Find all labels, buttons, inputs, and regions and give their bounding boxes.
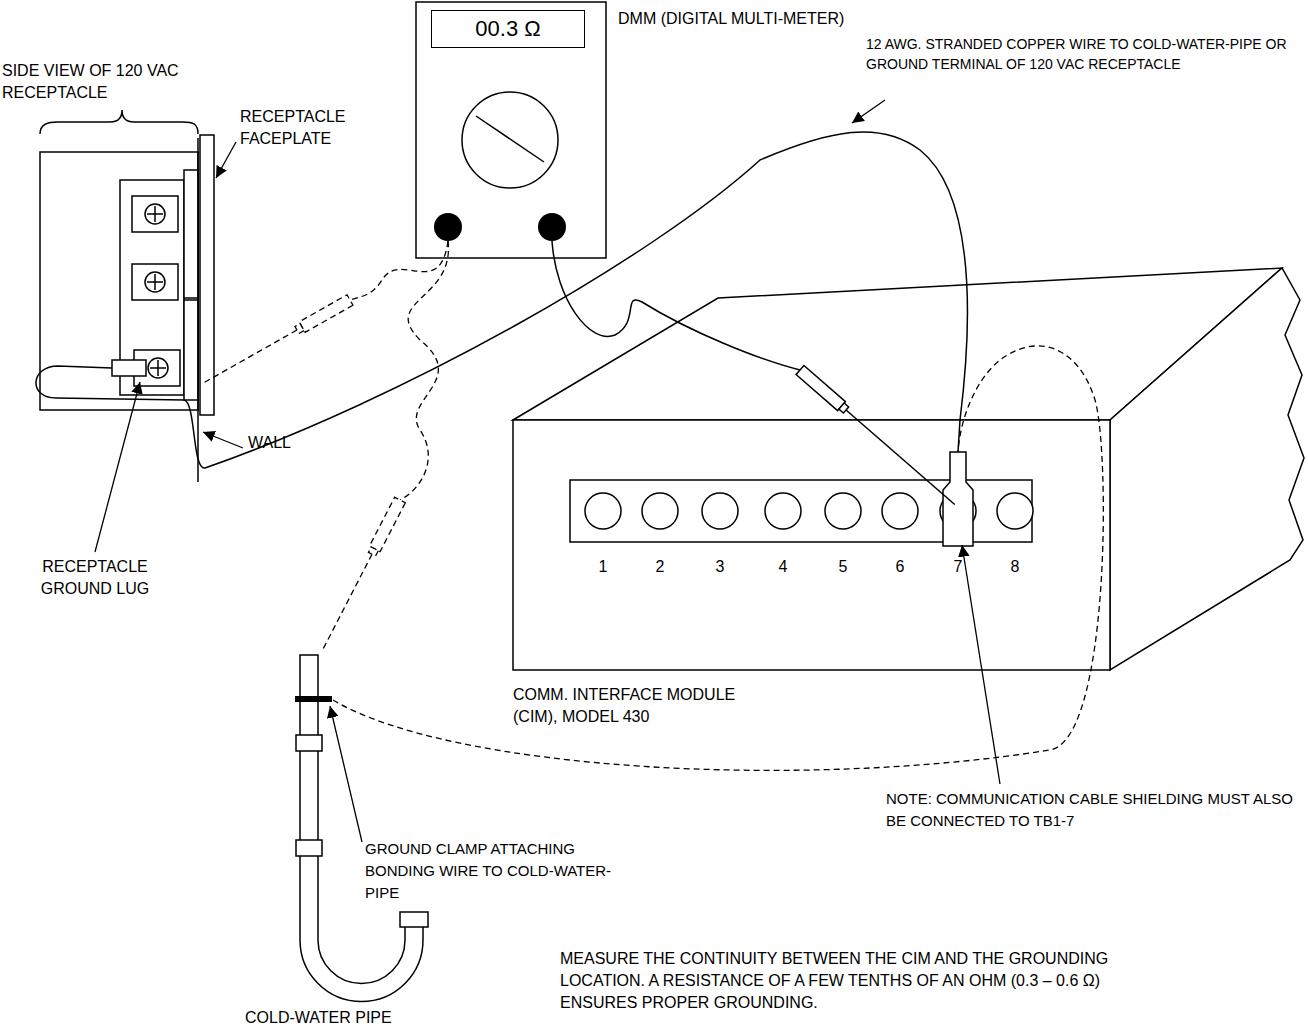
leader-arrow: [216, 142, 236, 178]
meter-lead-dashed: [350, 241, 448, 300]
receptacle-side-view: [145, 272, 165, 292]
receptacle-side-view: [150, 360, 166, 376]
test-probe-dashed: [369, 497, 405, 551]
terminal-strip: [825, 493, 861, 529]
test-probe: [796, 365, 845, 410]
receptacle-side-view: [40, 110, 198, 134]
meter-jack: [538, 213, 566, 241]
module-label: COMM. INTERFACE MODULE (CIM), MODEL 430: [513, 684, 763, 728]
leader-arrow: [203, 432, 243, 448]
test-probe-dashed: [295, 324, 304, 334]
receptacle-side-view: [132, 196, 178, 232]
multimeter-body: [416, 2, 606, 258]
wire-note: 12 AWG. STRANDED COPPER WIRE TO COLD-WAT…: [866, 34, 1300, 74]
terminal-number: 8: [1000, 556, 1030, 578]
terminal-strip: [765, 493, 801, 529]
receptacle-side-view: [145, 204, 165, 224]
ground-clamp: [295, 696, 332, 702]
terminal-number: 2: [645, 556, 675, 578]
leader-arrow: [95, 100, 1000, 842]
meter-lead-dashed: [400, 241, 448, 500]
instrument-label: DMM (DIGITAL MULTI-METER): [618, 8, 938, 30]
test-probe: [796, 365, 959, 509]
part-label: COLD-WATER PIPE: [245, 1008, 445, 1028]
receptacle-side-view: [132, 264, 178, 300]
leader-arrow: [95, 382, 140, 552]
cim-housing: [1110, 268, 1304, 670]
receptacle-side-view: [184, 300, 198, 400]
cold-water-pipe: [300, 655, 423, 1002]
receptacle-side-view: [147, 206, 163, 222]
multimeter-body: [476, 116, 544, 162]
multimeter-body: [462, 92, 558, 188]
test-probe: [846, 410, 955, 504]
cold-water-pipe: [400, 912, 428, 927]
part-label: WALL: [248, 432, 308, 454]
part-label: GROUND CLAMP ATTACHING BONDING WIRE TO C…: [365, 838, 637, 904]
multimeter-body: [416, 2, 606, 258]
receptacle-side-view: [40, 110, 214, 415]
cold-water-pipe: [296, 840, 322, 856]
test-probe-dashed: [323, 554, 372, 649]
leader-arrow: [330, 706, 362, 842]
bonding-wire: [36, 132, 967, 468]
terminal-number: 3: [705, 556, 735, 578]
leader-arrow: [962, 545, 1000, 784]
terminal-number: 1: [588, 556, 618, 578]
note-text: NOTE: COMMUNICATION CABLE SHIELDING MUST…: [886, 788, 1301, 832]
view-label: SIDE VIEW OF 120 VAC RECEPTACLE: [2, 60, 202, 104]
receptacle-side-view: [40, 152, 198, 410]
terminal-strip: [702, 493, 738, 529]
part-label: RECEPTACLE FACEPLATE: [240, 106, 372, 150]
receptacle-side-view: [148, 358, 168, 378]
receptacle-side-view: [184, 170, 198, 298]
meter-jack: [434, 213, 566, 241]
test-probe-dashed: [201, 295, 353, 388]
cim-housing: [513, 420, 1110, 670]
terminal-number: 6: [885, 556, 915, 578]
cim-housing: [513, 268, 1304, 670]
terminal-number: 5: [828, 556, 858, 578]
receptacle-side-view: [200, 135, 214, 415]
ground-lug: [112, 360, 146, 376]
display-reading: 00.3 Ω: [475, 16, 540, 42]
test-probe-dashed: [318, 497, 406, 652]
meter-display: 00.3 Ω: [431, 10, 585, 48]
test-probe-dashed: [368, 547, 378, 556]
terminal-strip: [642, 493, 678, 529]
test-probe-dashed: [299, 295, 353, 333]
terminal-number: 4: [768, 556, 798, 578]
terminal-strip: [585, 493, 621, 529]
meter-lead: [552, 241, 800, 370]
test-probe-dashed: [204, 330, 297, 383]
leader-arrow: [852, 100, 885, 123]
instruction-text: MEASURE THE CONTINUITY BETWEEN THE CIM A…: [560, 948, 1120, 1014]
terminal-strip: [882, 493, 918, 529]
cold-water-pipe: [296, 655, 428, 1002]
terminal-number: 7: [943, 556, 973, 578]
cold-water-pipe: [296, 735, 322, 751]
meter-jack: [434, 213, 462, 241]
wall-line: [197, 138, 199, 482]
receptacle-side-view: [147, 274, 163, 290]
terminal-strip: [997, 493, 1033, 529]
part-label: RECEPTACLE GROUND LUG: [28, 556, 162, 600]
